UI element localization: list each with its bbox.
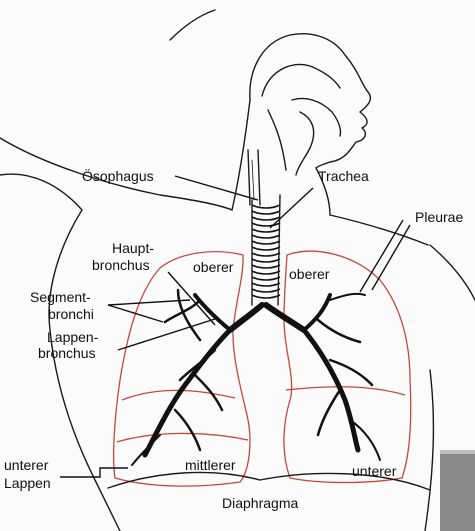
label-trachea: Trachea [318,168,369,184]
corner-shade [440,450,475,531]
label-segmentbronchi-2: bronchi [48,306,94,322]
trachea-ring [252,271,280,274]
body-outline [0,10,475,531]
trachea-ring [252,265,280,268]
trachea-ring [252,241,280,244]
label-hauptbronchus-1: Haupt- [112,240,154,256]
trachea-ring [252,283,280,286]
label-unterer: unterer [352,463,397,479]
oesophagus-tube [248,150,260,205]
label-lappenbronchus-1: Lappen- [47,329,99,345]
trachea-ring [252,295,280,298]
label-oberer-left: oberer [193,259,234,275]
label-lappenbronchus-2: bronchus [38,345,96,361]
label-diaphragma: Diaphragma [222,495,298,511]
trachea-ring [252,289,280,292]
trachea-ring [252,211,280,214]
label-oberer-right: oberer [289,266,330,282]
trachea-ring [252,247,280,250]
label-pleurae: Pleurae [415,209,463,225]
trachea-ring [252,277,280,280]
label-unterer-lappen-2: Lappen [4,475,51,491]
label-unterer-lappen-1: unterer [4,457,49,473]
trachea-ring [252,217,280,220]
trachea-ring [252,229,280,232]
trachea-ring [252,235,280,238]
trachea-ring [252,259,280,262]
label-oesophagus: Ösophagus [82,167,154,184]
label-hauptbronchus-2: bronchus [92,257,150,273]
label-mittlerer: mittlerer [185,457,236,473]
label-segmentbronchi-1: Segment- [30,289,91,305]
trachea-ring [252,253,280,256]
bronchial-tree [132,290,380,465]
trachea-rings [252,195,280,305]
trachea-ring [252,205,280,208]
